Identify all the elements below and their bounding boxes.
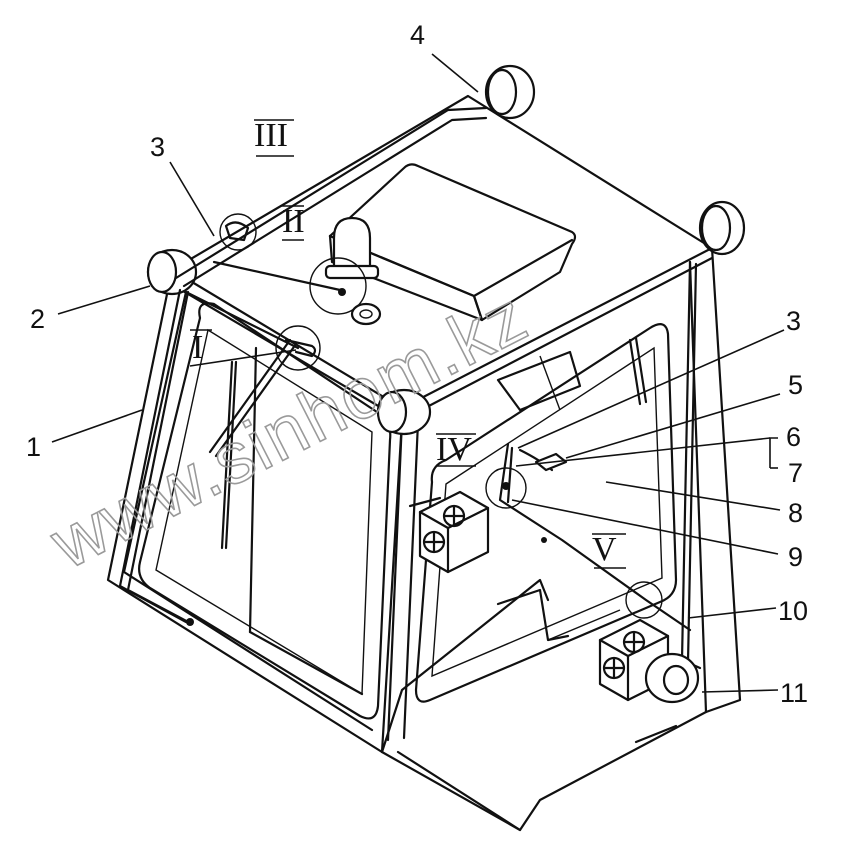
switch-box-right xyxy=(598,618,700,704)
callout-2: 2 xyxy=(30,304,45,334)
detail-circle-I xyxy=(275,325,321,371)
detail-marks: I II III IV V xyxy=(190,117,626,568)
lamps xyxy=(146,64,746,436)
lamp-front-left xyxy=(146,248,198,296)
callouts: 1 2 3 3 4 5 6 7 8 9 10 11 xyxy=(26,20,808,708)
callout-3-top: 3 xyxy=(150,132,165,162)
detail-mark-V: V xyxy=(592,531,617,568)
callout-9: 9 xyxy=(788,542,803,572)
detail-mark-IV: IV xyxy=(436,431,472,468)
callout-7: 7 xyxy=(788,458,803,488)
callout-11: 11 xyxy=(780,678,808,708)
callout-3-right: 3 xyxy=(786,306,801,336)
callout-1: 1 xyxy=(26,432,41,462)
lamp-rear-right xyxy=(698,200,746,256)
callout-10: 10 xyxy=(778,596,808,626)
detail-mark-II: II xyxy=(282,203,305,240)
lamp-front-mid xyxy=(376,388,432,436)
beacon-lamp xyxy=(324,216,382,326)
callout-5: 5 xyxy=(788,370,803,400)
detail-mark-III: III xyxy=(254,117,288,154)
switch-boxes xyxy=(408,490,700,704)
cab-body xyxy=(106,94,742,832)
callout-8: 8 xyxy=(788,498,803,528)
leader-lines xyxy=(51,53,785,693)
detail-circle-IV xyxy=(485,467,527,509)
callout-4: 4 xyxy=(410,20,425,50)
detail-circle-II xyxy=(309,257,367,315)
roof-unit xyxy=(328,163,577,322)
lamp-rear-left xyxy=(484,64,536,120)
switch-box-left xyxy=(408,490,490,574)
detail-circle-V xyxy=(625,581,663,619)
detail-circle-III xyxy=(219,213,257,251)
detail-mark-I: I xyxy=(192,329,203,366)
callout-6: 6 xyxy=(786,422,801,452)
